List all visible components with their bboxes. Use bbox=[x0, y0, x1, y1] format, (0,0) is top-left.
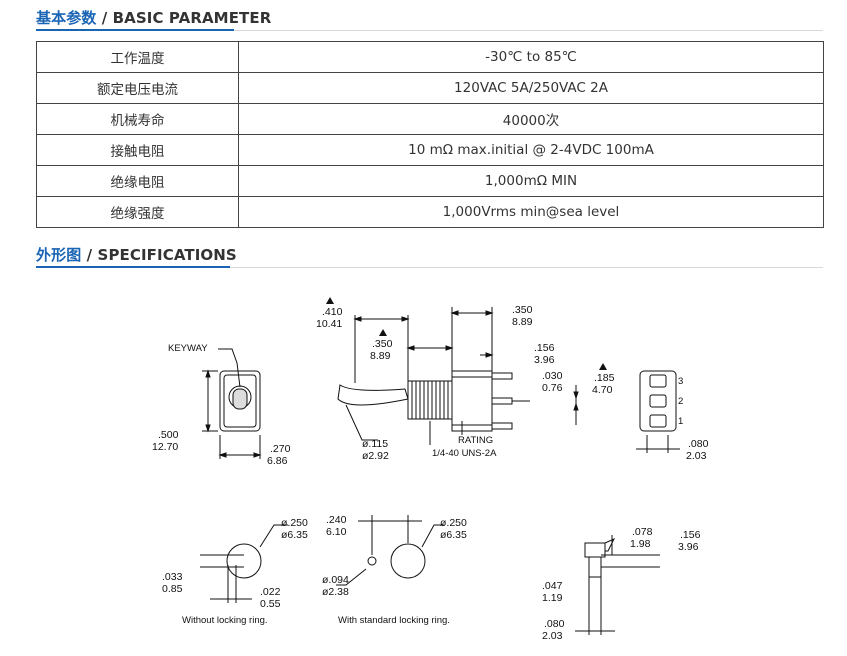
dim-410-mm: 10.41 bbox=[316, 318, 342, 330]
dim-115-mm: ø2.92 bbox=[362, 450, 389, 462]
drawing-svg: KEYWAY .500 12.70 .270 6.86 .410 10.41 .… bbox=[152, 297, 709, 642]
dim-030-mm: 0.76 bbox=[542, 382, 563, 394]
dim-270-in: .270 bbox=[270, 443, 291, 455]
basic-parameter-table: 工作温度 -30℃ to 85℃ 额定电压电流 120VAC 5A/250VAC… bbox=[36, 41, 824, 228]
dim-250b-in: ø.250 bbox=[440, 517, 467, 529]
table-row: 接触电阻 10 mΩ max.initial @ 2-4VDC 100mA bbox=[36, 134, 824, 166]
dim-078-in: .078 bbox=[632, 526, 653, 538]
table-row: 绝缘强度 1,000Vrms min@sea level bbox=[36, 196, 824, 228]
side-bushing bbox=[407, 380, 453, 420]
pin-3-label: 3 bbox=[678, 376, 683, 387]
dim-240-in: .240 bbox=[326, 514, 347, 526]
dim-500-in: .500 bbox=[158, 429, 179, 441]
dim-350a-in: .350 bbox=[372, 338, 393, 350]
param-value: 40000次 bbox=[238, 103, 824, 135]
param-label: 绝缘电阻 bbox=[36, 165, 239, 197]
specs-title-sep: / bbox=[81, 246, 98, 264]
basic-title-divider bbox=[36, 30, 823, 31]
keyway-label: KEYWAY bbox=[168, 343, 208, 354]
side-body bbox=[451, 370, 493, 432]
dim-080b-mm: 2.03 bbox=[542, 630, 563, 642]
basic-title-cn: 基本参数 bbox=[36, 9, 97, 27]
param-value: 120VAC 5A/250VAC 2A bbox=[238, 72, 824, 104]
thread-label: 1/4-40 UNS-2A bbox=[432, 448, 497, 459]
dim-270-mm: 6.86 bbox=[267, 455, 288, 467]
dim-080a-mm: 2.03 bbox=[686, 450, 707, 462]
dim-350a-mm: 8.89 bbox=[370, 350, 391, 362]
param-label: 工作温度 bbox=[36, 41, 239, 73]
dim-156a-in: .156 bbox=[534, 342, 555, 354]
basic-parameter-title: 基本参数 / BASIC PARAMETER bbox=[36, 7, 271, 28]
rear-terminals bbox=[649, 374, 667, 428]
side-terminals bbox=[491, 372, 513, 430]
front-body bbox=[219, 370, 261, 432]
param-value: 10 mΩ max.initial @ 2-4VDC 100mA bbox=[238, 134, 824, 166]
dim-030-in: .030 bbox=[542, 370, 563, 382]
basic-title-en: BASIC PARAMETER bbox=[112, 9, 272, 27]
table-row: 额定电压电流 120VAC 5A/250VAC 2A bbox=[36, 72, 824, 104]
dim-500-mm: 12.70 bbox=[152, 441, 178, 453]
dim-250a-mm: ø6.35 bbox=[281, 529, 308, 541]
keyway-leader bbox=[218, 348, 241, 388]
dim-080b-in: .080 bbox=[544, 618, 565, 630]
side-lever bbox=[337, 384, 409, 406]
dim-156b-in: .156 bbox=[680, 529, 701, 541]
dim-033-mm: 0.85 bbox=[162, 583, 183, 595]
specifications-title: 外形图 / SPECIFICATIONS bbox=[36, 244, 237, 265]
dim-078-mm: 1.98 bbox=[630, 538, 651, 550]
basic-title-sep: / bbox=[96, 9, 113, 27]
dim-350b-mm: 8.89 bbox=[512, 316, 533, 328]
dim-156b-mm: 3.96 bbox=[678, 541, 699, 553]
dim-022-in: .022 bbox=[260, 586, 281, 598]
dim-185-in: .185 bbox=[594, 372, 615, 384]
dim-022-mm: 0.55 bbox=[260, 598, 281, 610]
dim-094-mm: ø2.38 bbox=[322, 586, 349, 598]
locking-ring-hole bbox=[367, 556, 377, 566]
dim-033-in: .033 bbox=[162, 571, 183, 583]
dim-094-in: ø.094 bbox=[322, 574, 349, 586]
param-label: 机械寿命 bbox=[36, 103, 239, 135]
specs-title-accent bbox=[36, 266, 230, 268]
dim-250b-mm: ø6.35 bbox=[440, 529, 467, 541]
rear-body bbox=[639, 370, 677, 432]
dim-410-in: .410 bbox=[322, 306, 343, 318]
dim-156a-mm: 3.96 bbox=[534, 354, 555, 366]
specs-title-divider bbox=[36, 267, 823, 268]
thread-lines bbox=[411, 381, 449, 419]
table-row: 绝缘电阻 1,000mΩ MIN bbox=[36, 165, 824, 197]
front-toggle bbox=[232, 388, 248, 410]
param-label: 接触电阻 bbox=[36, 134, 239, 166]
dim-080a-in: .080 bbox=[688, 438, 709, 450]
caption-with-ring: With standard locking ring. bbox=[338, 615, 450, 626]
param-value: -30℃ to 85℃ bbox=[238, 41, 824, 73]
dim-250a-in: ø.250 bbox=[281, 517, 308, 529]
caption-without-ring: Without locking ring. bbox=[182, 615, 268, 626]
table-row: 机械寿命 40000次 bbox=[36, 103, 824, 135]
dimension-drawing: KEYWAY .500 12.70 .270 6.86 .410 10.41 .… bbox=[140, 285, 709, 655]
dim-350b-in: .350 bbox=[512, 304, 533, 316]
dim-115-in: ø.115 bbox=[362, 438, 388, 450]
cutout-without-ring bbox=[226, 543, 262, 579]
table-row: 工作温度 -30℃ to 85℃ bbox=[36, 41, 824, 73]
param-label: 额定电压电流 bbox=[36, 72, 239, 104]
pin-1-label: 1 bbox=[678, 416, 683, 427]
param-value: 1,000Vrms min@sea level bbox=[238, 196, 824, 228]
param-label: 绝缘强度 bbox=[36, 196, 239, 228]
dim-185-mm: 4.70 bbox=[592, 384, 613, 396]
front-body-inner bbox=[223, 374, 257, 428]
specs-title-cn: 外形图 bbox=[36, 246, 82, 264]
specs-title-en: SPECIFICATIONS bbox=[97, 246, 237, 264]
cutout-with-ring bbox=[390, 543, 426, 579]
dim-047-mm: 1.19 bbox=[542, 592, 563, 604]
basic-title-accent bbox=[36, 29, 234, 31]
param-value: 1,000mΩ MIN bbox=[238, 165, 824, 197]
dim-240-mm: 6.10 bbox=[326, 526, 347, 538]
pin-2-label: 2 bbox=[678, 396, 683, 407]
dim-047-in: .047 bbox=[542, 580, 563, 592]
detail-bushing bbox=[588, 556, 602, 578]
rating-label: RATING bbox=[458, 435, 493, 446]
